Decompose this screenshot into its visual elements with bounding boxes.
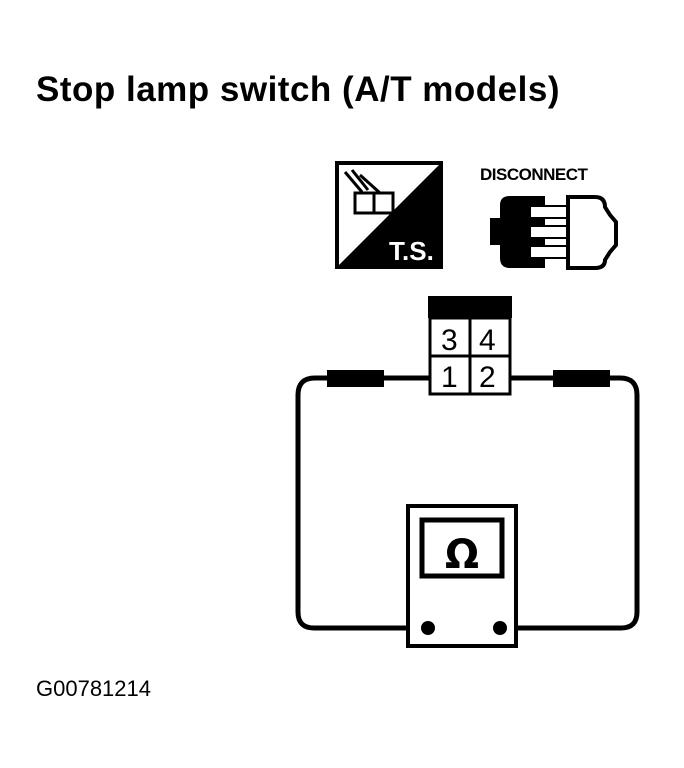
diagram-title: Stop lamp switch (A/T models)	[36, 70, 560, 109]
ohmmeter: Ω	[406, 504, 518, 648]
disconnect-label: DISCONNECT	[480, 165, 588, 184]
terminal-4: 4	[479, 324, 496, 357]
switch-connector: 3 4 1 2	[428, 296, 512, 396]
ohm-symbol: Ω	[445, 532, 479, 578]
terminal-1: 1	[441, 361, 458, 394]
ts-label: T.S.	[389, 236, 434, 266]
terminal-3: 3	[441, 324, 458, 357]
figure-code: G00781214	[36, 676, 151, 701]
disconnect-icon	[490, 195, 618, 270]
left-probe-lead	[295, 370, 430, 631]
troubleshooting-icon: T.S.	[335, 161, 443, 269]
terminal-2: 2	[479, 361, 496, 394]
right-probe-lead	[500, 370, 640, 631]
